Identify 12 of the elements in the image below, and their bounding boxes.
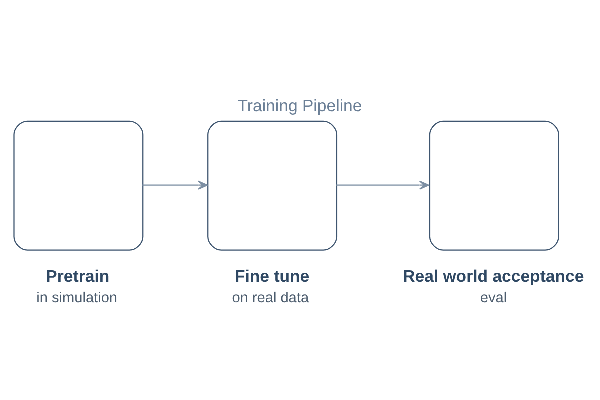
node-box — [208, 120, 338, 250]
arrow — [142, 180, 208, 190]
node-label: eval — [480, 290, 508, 306]
node-label: on real data — [232, 290, 310, 306]
node-box — [429, 120, 560, 250]
arrow — [336, 180, 430, 190]
node-label: Real world acceptance — [403, 266, 584, 286]
diagram-title: Training Pipeline — [238, 96, 362, 115]
node-label: Pretrain — [46, 266, 110, 286]
node-box — [14, 120, 144, 250]
node-label: in simulation — [36, 290, 118, 306]
node-label: Fine tune — [235, 266, 310, 286]
